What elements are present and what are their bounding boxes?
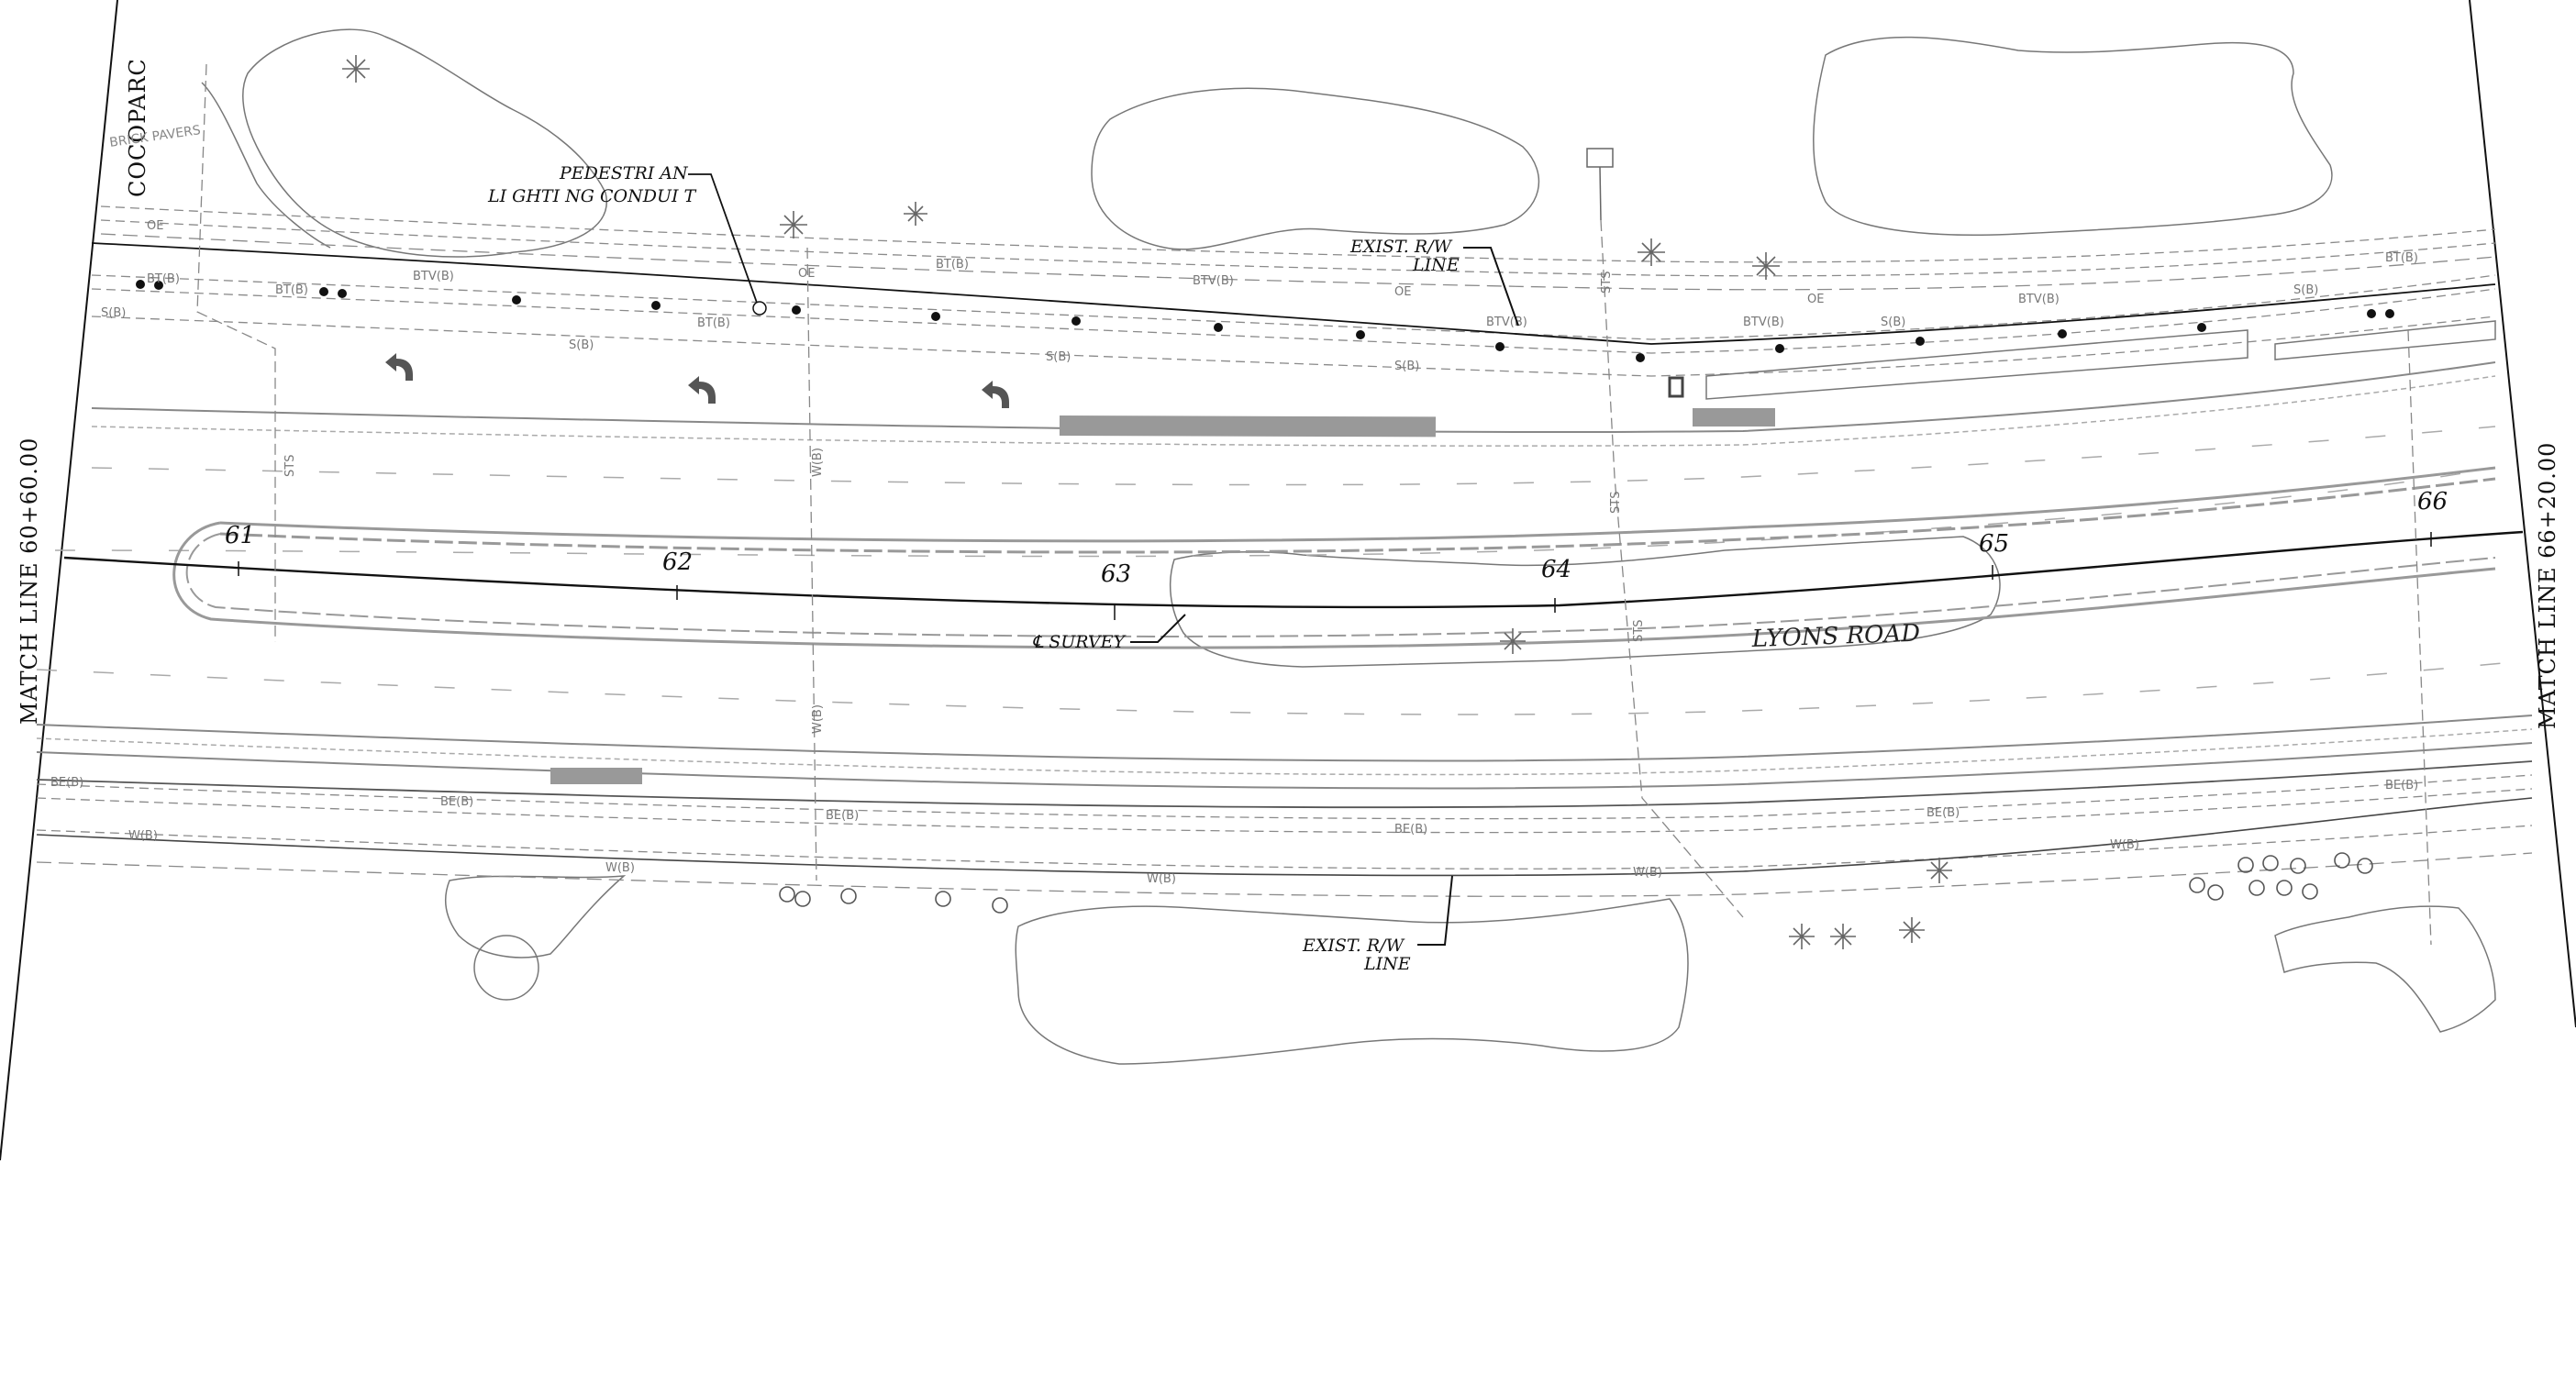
upper-roadway (54, 320, 2496, 558)
util-code-btv: BTV(B) (1743, 316, 1784, 329)
station-63: 63 (1101, 560, 1131, 588)
rw-bot-line2: LINE (1363, 954, 1411, 974)
lower-roadway (36, 659, 2533, 809)
survey-callout: ℄ SURVEY (1032, 614, 1186, 652)
util-code-oe: OE (1394, 285, 1411, 299)
util-code-s: S(B) (569, 338, 594, 352)
palm-symbols (342, 55, 1952, 949)
light-pole (1586, 148, 1684, 398)
util-code-oe: OE (798, 267, 815, 281)
station-62: 62 (662, 548, 693, 576)
util-code-oe: OE (147, 219, 163, 233)
survey-label: ℄ SURVEY (1032, 632, 1127, 652)
util-code-s: S(B) (101, 306, 126, 320)
util-code-btv: BTV(B) (2018, 293, 2060, 306)
sheet-border (0, 0, 2576, 1161)
rw-top-callout: EXIST. R/W LINE (1349, 237, 1519, 327)
trees-and-shrubs (779, 852, 2373, 914)
top-utility-codes: BT(B) BT(B) BTV(B) BT(B) BT(B) BTV(B) BT… (101, 219, 2418, 373)
bottom-utility-codes: BE(B) BE(B) BE(B) BE(B) BE(B) BE(B) W(B)… (50, 776, 2418, 886)
util-code-s: S(B) (2293, 283, 2318, 297)
util-code-oe: OE (1807, 293, 1824, 306)
util-code-btv: BTV(B) (1193, 274, 1234, 288)
station-numbers: 61 62 63 64 65 66 (225, 488, 2448, 588)
bottom-utility-lines (36, 774, 2533, 897)
match-line-right: MATCH LINE 66+20.00 (2535, 442, 2560, 729)
util-code-sts: STS (1609, 492, 1623, 514)
util-code-wb: W(B) (811, 448, 825, 477)
util-code-btv: BTV(B) (1486, 316, 1527, 329)
util-code-w: W(B) (1147, 872, 1176, 886)
util-code-bt: BT(B) (2385, 251, 2418, 265)
util-code-sts: STS (1600, 271, 1614, 294)
ped-line1: PEDESTRI AN (559, 163, 689, 183)
brick-pavers-label: BRICK PAVERS (108, 123, 201, 150)
util-code-be: BE(B) (2385, 779, 2418, 792)
util-code-be: BE(B) (1926, 806, 1960, 820)
lighting-conduit (91, 242, 2496, 362)
landscape-outlines (201, 28, 2496, 1065)
util-code-s: S(B) (1046, 350, 1071, 364)
pedestrian-lighting-callout: PEDESTRI AN LI GHTI NG CONDUI T (487, 163, 758, 304)
cocoparc-label: COCOPARC (125, 58, 150, 197)
rw-top-line1: EXIST. R/W (1349, 237, 1453, 257)
road-name: LYONS ROAD (1750, 620, 1921, 653)
util-code-wb: W(B) (811, 704, 825, 734)
util-code-bt: BT(B) (147, 272, 180, 286)
vertical-utility-codes: STS STS STS STS W(B) W(B) (283, 271, 1646, 734)
util-code-w: W(B) (1633, 866, 1662, 880)
rw-bot-line1: EXIST. R/W (1302, 936, 1405, 956)
util-code-be: BE(B) (440, 795, 473, 809)
util-code-btv: BTV(B) (413, 270, 454, 283)
match-line-left: MATCH LINE 60+60.00 (17, 438, 42, 725)
turn-arrows (385, 353, 1009, 408)
median (172, 466, 2496, 649)
station-61: 61 (225, 522, 255, 549)
util-code-sts: STS (283, 455, 297, 477)
util-code-be: BE(B) (826, 809, 859, 823)
station-64: 64 (1541, 556, 1571, 583)
util-code-s: S(B) (1881, 316, 1905, 329)
util-code-sts: STS (1632, 620, 1646, 642)
util-code-bt: BT(B) (275, 283, 308, 297)
util-code-w: W(B) (605, 861, 635, 875)
ped-line2: LI GHTI NG CONDUI T (487, 186, 696, 206)
vertical-utility-lines (196, 63, 2432, 946)
util-code-w: W(B) (2110, 838, 2139, 852)
survey-baseline (63, 530, 2524, 620)
top-utility-lines (91, 205, 2496, 377)
util-code-w: W(B) (128, 829, 158, 843)
util-code-be: BE(B) (50, 776, 83, 790)
rw-top-line2: LINE (1412, 255, 1460, 275)
util-code-bt: BT(B) (697, 316, 730, 330)
station-66: 66 (2417, 488, 2448, 515)
rw-bottom-callout: EXIST. R/W LINE (1302, 875, 1453, 974)
util-code-bt: BT(B) (936, 258, 969, 271)
util-code-be: BE(B) (1394, 823, 1427, 836)
util-code-s: S(B) (1394, 360, 1419, 373)
station-65: 65 (1979, 530, 2009, 558)
